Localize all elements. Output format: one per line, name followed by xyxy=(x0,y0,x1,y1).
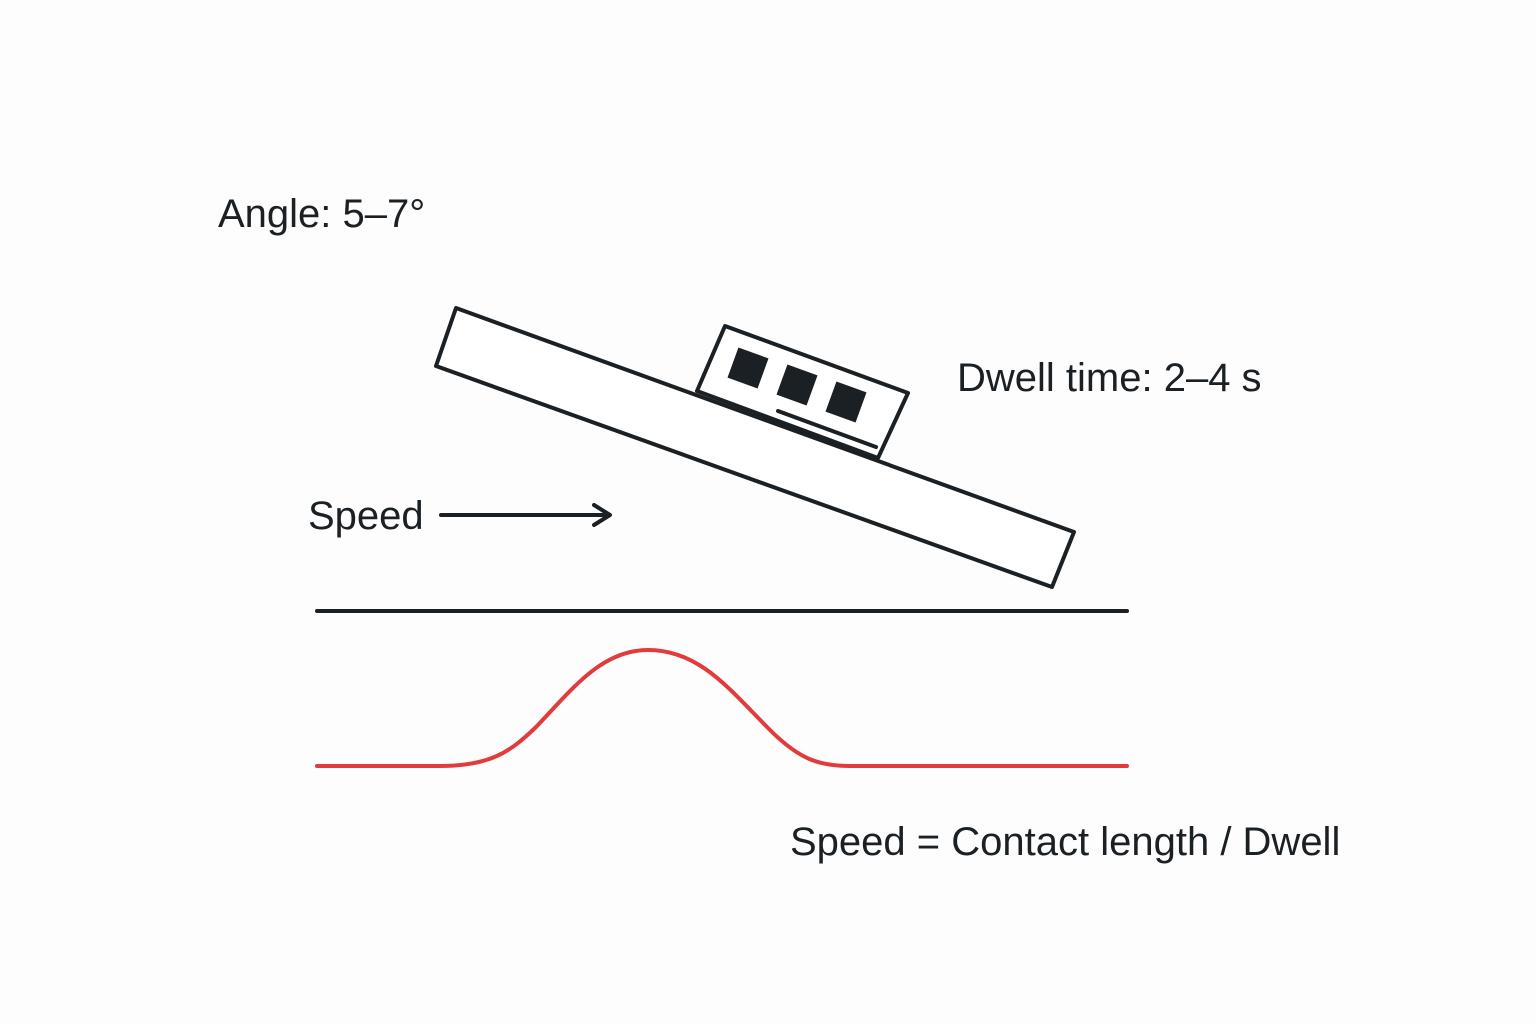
chip-pad-1 xyxy=(727,347,769,389)
chip-lead-line xyxy=(776,409,878,449)
chip-pad-2 xyxy=(776,364,818,406)
chip-pad-3 xyxy=(825,381,867,423)
tilted-board xyxy=(434,306,1076,589)
speed-arrow-icon xyxy=(439,503,612,527)
thermal-profile-curve xyxy=(315,648,1129,768)
speed-label: Speed xyxy=(308,494,424,538)
dwell-time-label: Dwell time: 2–4 s xyxy=(957,356,1262,400)
chip-component xyxy=(695,324,910,460)
angle-label: Angle: 5–7° xyxy=(218,192,426,236)
speed-formula-label: Speed = Contact length / Dwell xyxy=(790,820,1341,864)
